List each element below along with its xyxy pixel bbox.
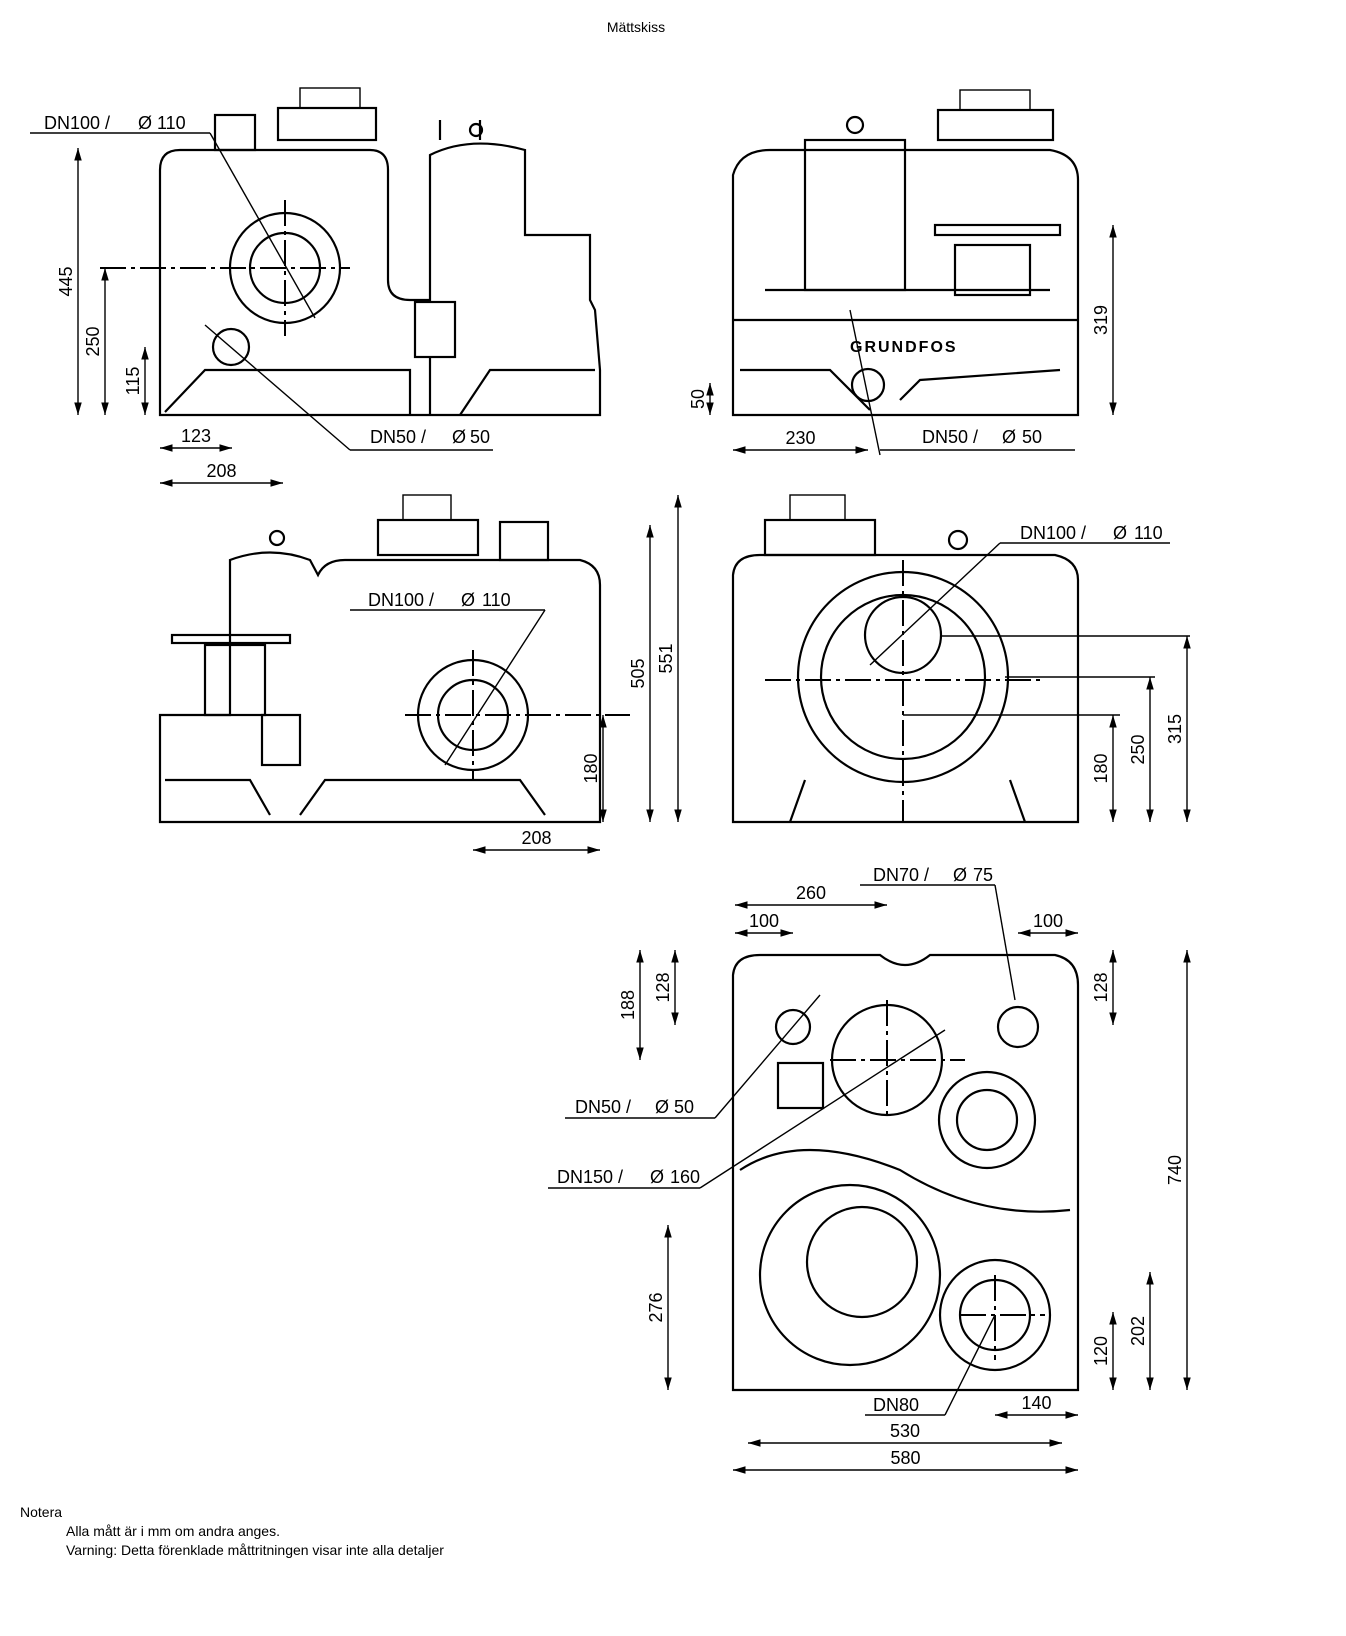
dimension-value: 230 — [785, 428, 815, 448]
dimension-value: 128 — [653, 972, 673, 1002]
dimension-value: 260 — [796, 883, 826, 903]
dimension-value: 180 — [581, 753, 601, 783]
dimension-value: 315 — [1165, 714, 1185, 744]
diameter-symbol: Ø — [138, 113, 152, 133]
label-d50: 50 — [1022, 427, 1042, 447]
diameter-symbol: Ø — [953, 865, 967, 885]
grundfos-logo: GRUNDFOS — [850, 339, 958, 356]
dimension-value: 100 — [1033, 911, 1063, 931]
dimension-value: 120 — [1091, 1336, 1111, 1366]
dimension-value: 128 — [1091, 972, 1111, 1002]
view-top — [548, 884, 1080, 1416]
label-d160: 160 — [670, 1167, 700, 1187]
label-d110: 110 — [157, 113, 186, 133]
label-dn50: DN50 / — [922, 427, 978, 447]
dimension-value: 580 — [890, 1448, 920, 1468]
notes-line: Varning: Detta förenklade måttritningen … — [66, 1542, 444, 1558]
label-dn70: DN70 / — [873, 865, 929, 885]
diameter-symbol: Ø — [1113, 523, 1127, 543]
diameter-symbol: Ø — [650, 1167, 664, 1187]
label-dn150: DN150 / — [557, 1167, 623, 1187]
dimension-value: 208 — [521, 828, 551, 848]
diameter-symbol: Ø — [1002, 427, 1016, 447]
drawing-title: Mättskiss — [607, 19, 665, 35]
dimension-value: 140 — [1021, 1393, 1051, 1413]
label-d50: 50 — [470, 427, 490, 447]
dimension-value: 530 — [890, 1421, 920, 1441]
diameter-symbol: Ø — [452, 427, 466, 447]
dimension-value: 319 — [1091, 305, 1111, 335]
diameter-symbol: Ø — [655, 1097, 669, 1117]
label-dn100: DN100 / — [368, 590, 434, 610]
label-d110: 110 — [1134, 523, 1163, 543]
dimension-value: 123 — [181, 426, 211, 446]
dimension-value: 208 — [206, 461, 236, 481]
dimension-value: 276 — [646, 1292, 666, 1322]
dimension-value: 250 — [1128, 734, 1148, 764]
dimension-value: 740 — [1165, 1155, 1185, 1185]
dimension-value: 202 — [1128, 1316, 1148, 1346]
dimension-value: 180 — [1091, 753, 1111, 783]
dimension-value: 250 — [83, 326, 103, 356]
label-dn50: DN50 / — [575, 1097, 631, 1117]
dimension-value: 188 — [618, 990, 638, 1020]
dimension-value: 551 — [656, 643, 676, 673]
view-side-right — [731, 89, 1080, 456]
label-d110: 110 — [482, 590, 511, 610]
label-d75: 75 — [973, 865, 993, 885]
view-side-left — [30, 87, 602, 451]
dimension-value: 115 — [123, 367, 143, 396]
notes: Notera Alla mått är i mm om andra anges.… — [20, 1503, 444, 1560]
label-d50: 50 — [674, 1097, 694, 1117]
label-dn80: DN80 — [873, 1395, 919, 1415]
notes-line: Alla mått är i mm om andra anges. — [66, 1523, 280, 1539]
dimension-value: 505 — [628, 658, 648, 688]
label-dn100: DN100 / — [1020, 523, 1086, 543]
diameter-symbol: Ø — [461, 590, 475, 610]
dimension-lines: 445 250 115 123 208 319 50 230 505 551 180 208 315 25… — [56, 148, 1191, 1474]
label-dn50: DN50 / — [370, 427, 426, 447]
view-rear — [158, 494, 630, 824]
view-front — [731, 494, 1190, 824]
dimension-value: 100 — [749, 911, 779, 931]
label-dn100: DN100 / — [44, 113, 110, 133]
dimension-value: 445 — [56, 266, 76, 296]
notes-heading: Notera — [20, 1504, 63, 1520]
dimension-value: 50 — [688, 389, 708, 409]
